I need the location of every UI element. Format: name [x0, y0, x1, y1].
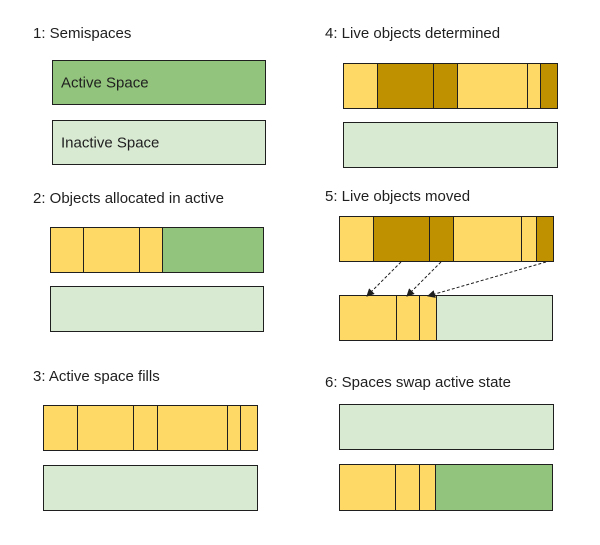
- step-5-destination-space: [339, 295, 553, 341]
- active-space-box: Active Space: [52, 60, 266, 105]
- object-segment: [396, 465, 420, 510]
- object-segment: [140, 228, 163, 272]
- live-object-segment: [374, 217, 430, 261]
- step-4-inactive-space: [343, 122, 558, 168]
- move-arrow: [366, 261, 402, 297]
- step-5-source-space: [339, 216, 554, 262]
- move-arrow: [427, 261, 547, 298]
- step-3-inactive-space: [43, 465, 258, 511]
- free-space-segment: [436, 465, 552, 510]
- object-segment: [420, 465, 436, 510]
- inactive-space-box: Inactive Space: [52, 120, 266, 165]
- dead-object-segment: [522, 217, 537, 261]
- live-object-segment: [537, 217, 553, 261]
- step-5-title: 5: Live objects moved: [325, 188, 471, 205]
- object-segment: [78, 406, 134, 450]
- dead-object-segment: [458, 64, 528, 108]
- object-segment: [84, 228, 140, 272]
- dead-object-segment: [454, 217, 522, 261]
- step-6-inactive-space: [339, 404, 554, 450]
- object-segment: [134, 406, 158, 450]
- object-segment: [228, 406, 241, 450]
- active-space-label: Active Space: [61, 74, 149, 91]
- step-1-title: 1: Semispaces: [33, 25, 132, 42]
- step-4-active-space: [343, 63, 558, 109]
- step-4-title: 4: Live objects determined: [325, 25, 501, 42]
- step-3-active-space: [43, 405, 258, 451]
- live-object-segment: [541, 64, 557, 108]
- free-space-segment: [437, 296, 552, 340]
- free-space-segment: [163, 228, 263, 272]
- step-2-title: 2: Objects allocated in active: [33, 190, 224, 207]
- moved-object-segment: [420, 296, 437, 340]
- move-arrow: [406, 261, 442, 297]
- object-segment: [51, 228, 84, 272]
- object-segment: [340, 465, 396, 510]
- dead-object-segment: [528, 64, 541, 108]
- dead-object-segment: [340, 217, 374, 261]
- live-object-segment: [434, 64, 458, 108]
- step-6-title: 6: Spaces swap active state: [325, 374, 511, 391]
- step-6-active-space: [339, 464, 553, 511]
- moved-object-segment: [397, 296, 420, 340]
- step-2-inactive-space: [50, 286, 264, 332]
- live-object-segment: [378, 64, 434, 108]
- object-segment: [158, 406, 228, 450]
- step-2-active-space: [50, 227, 264, 273]
- object-segment: [241, 406, 257, 450]
- object-segment: [44, 406, 78, 450]
- dead-object-segment: [344, 64, 378, 108]
- moved-object-segment: [340, 296, 397, 340]
- live-object-segment: [430, 217, 454, 261]
- inactive-space-label: Inactive Space: [61, 134, 160, 151]
- step-3-title: 3: Active space fills: [33, 368, 160, 385]
